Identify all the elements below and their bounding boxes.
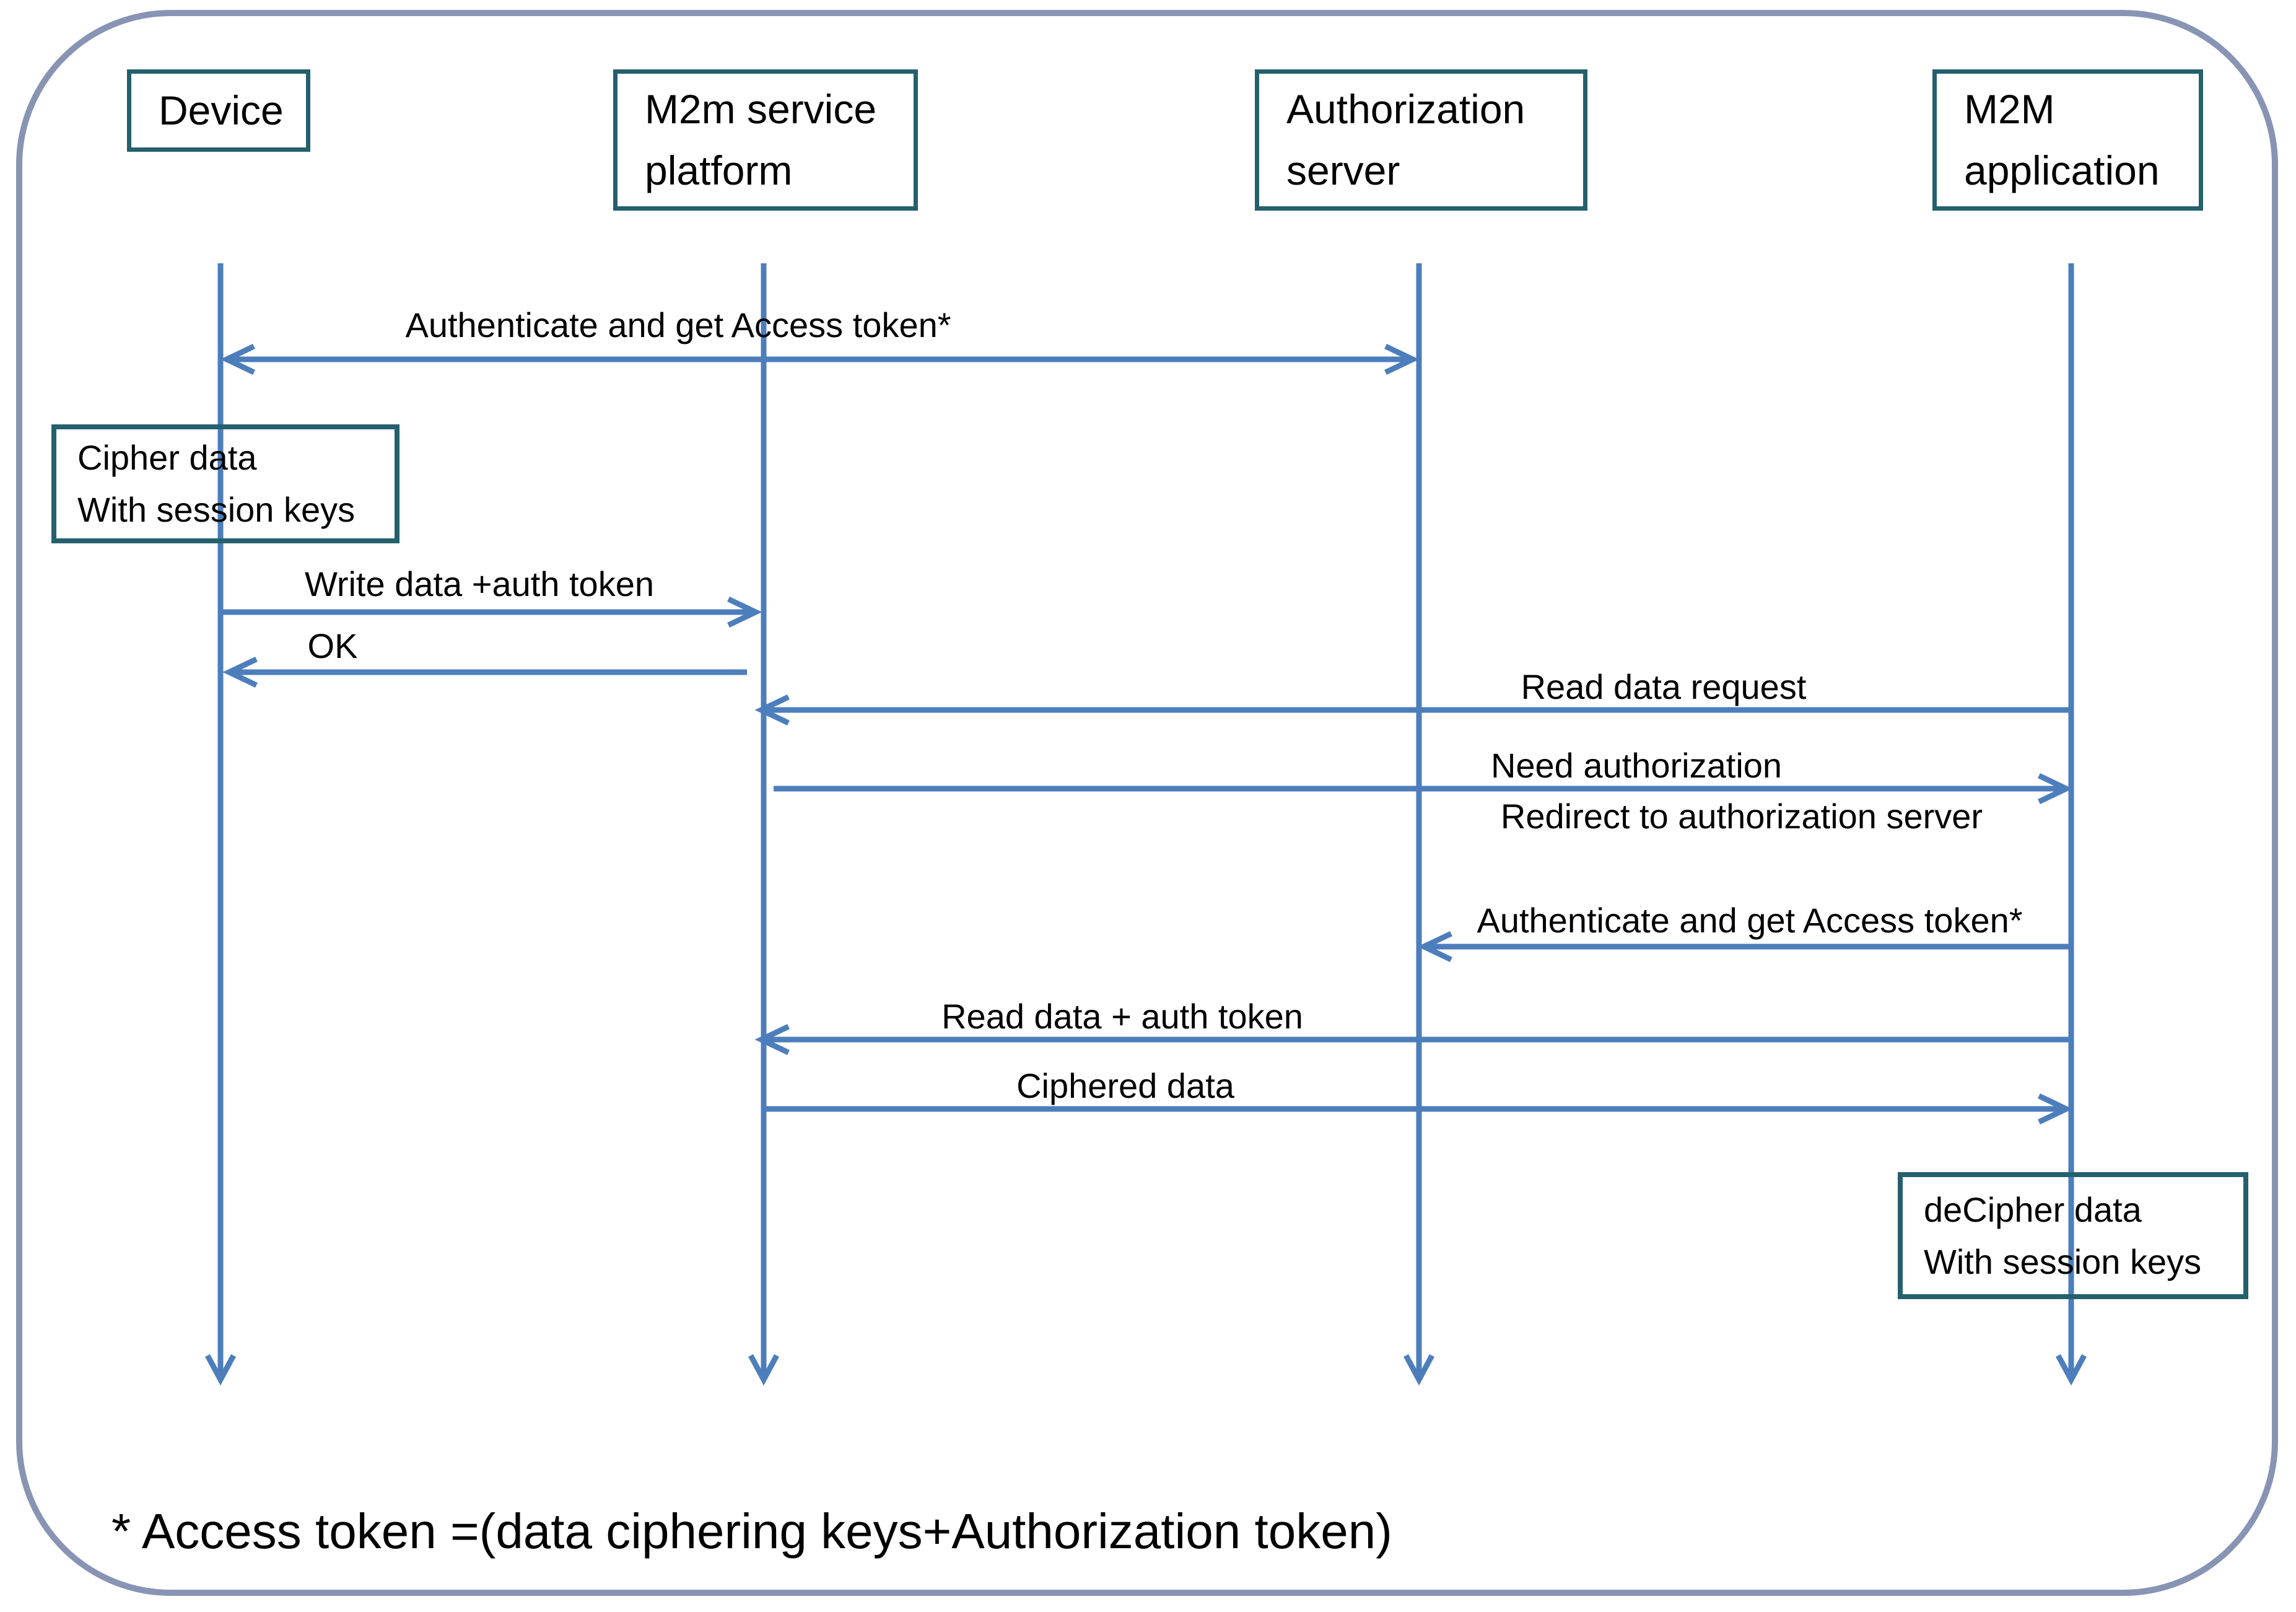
note-line: deCipher data (1924, 1189, 2142, 1229)
lifeline-device (205, 263, 236, 1386)
arrow-ciphered-data (762, 1093, 2073, 1125)
message-label-authenticate-device: Authenticate and get Access token* (405, 305, 951, 344)
actor-label: server (1286, 147, 1400, 193)
note-line: Cipher data (77, 438, 257, 477)
lifeline-authorization-server (1403, 263, 1434, 1386)
actor-box-m2m-application: M2M application (1932, 69, 2203, 211)
actor-box-m2m-service-platform: M2m service platform (613, 69, 918, 211)
arrow-read-data-request (754, 694, 2071, 726)
arrow-write-data (223, 596, 762, 628)
actor-label: Authorization (1286, 86, 1526, 132)
actor-label: application (1964, 147, 2160, 193)
actor-box-authorization-server: Authorization server (1255, 69, 1587, 211)
lifeline-m2m-service-platform (748, 263, 779, 1386)
arrow-authenticate-app (1417, 931, 2071, 963)
note-decipher-data: deCipher data With session keys (1898, 1172, 2248, 1299)
message-label-read-data-request: Read data request (1521, 667, 1807, 706)
message-label-redirect-to-authorization-server: Redirect to authorization server (1500, 797, 1983, 836)
arrow-need-authorization (774, 773, 2073, 805)
lifeline-m2m-application (2056, 263, 2087, 1386)
message-label-ciphered-data: Ciphered data (1016, 1066, 1234, 1105)
arrow-read-data-auth-token (754, 1023, 2071, 1056)
actor-label: Device (159, 87, 284, 133)
actor-box-device: Device (127, 69, 310, 152)
note-line: With session keys (77, 490, 356, 529)
actor-label: M2M (1964, 86, 2055, 132)
message-label-read-data-auth-token: Read data + auth token (941, 997, 1303, 1036)
note-line: With session keys (1924, 1242, 2202, 1281)
message-label-write-data: Write data +auth token (305, 564, 654, 603)
message-label-ok: OK (307, 626, 358, 665)
diagram-frame (16, 10, 2278, 1596)
actor-label: platform (645, 147, 793, 193)
footnote: * Access token =(data ciphering keys+Aut… (111, 1504, 1392, 1559)
message-label-authenticate-app: Authenticate and get Access token* (1477, 901, 2023, 940)
note-cipher-data: Cipher data With session keys (51, 424, 399, 543)
arrow-ok (222, 656, 747, 688)
message-label-need-authorization: Need authorization (1490, 746, 1783, 785)
actor-label: M2m service (645, 86, 877, 132)
arrow-authenticate-device (220, 343, 1420, 375)
